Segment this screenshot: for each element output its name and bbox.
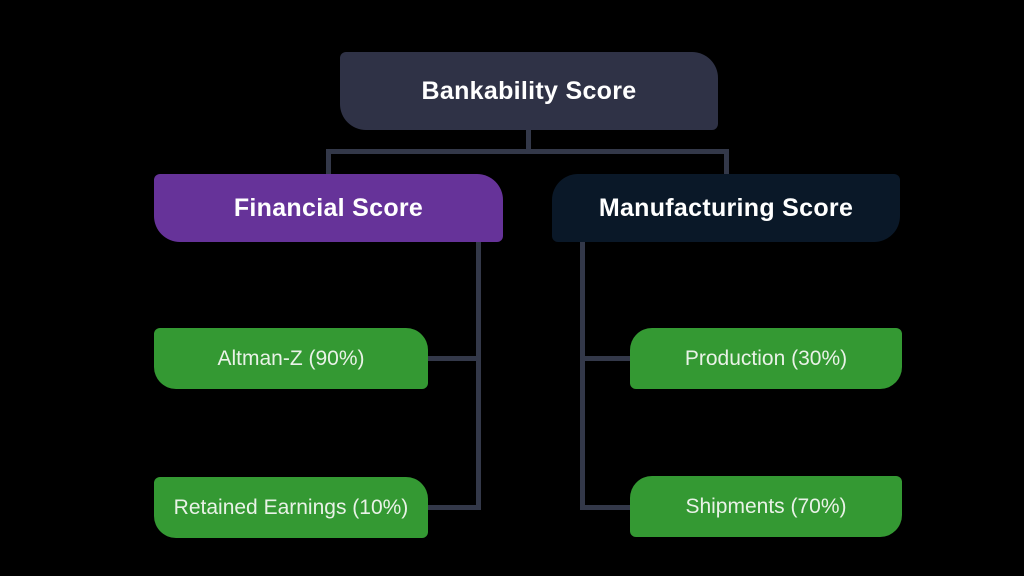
node-retained-earnings-label: Retained Earnings (10%) [173, 495, 409, 519]
connector-manufacturing-to-production [583, 356, 630, 361]
connector-financial-to-altman [428, 356, 478, 361]
node-manufacturing-score-label: Manufacturing Score [598, 193, 854, 222]
node-bankability-score-label: Bankability Score [421, 76, 637, 105]
connector-financial-trunk [476, 241, 481, 510]
connector-root-split [326, 149, 729, 154]
node-production-label: Production (30%) [684, 346, 848, 370]
node-manufacturing-score: Manufacturing Score [552, 174, 900, 242]
node-financial-score-label: Financial Score [233, 193, 424, 222]
connector-drop-manufacturing [724, 149, 729, 176]
connector-manufacturing-to-shipments [580, 505, 630, 510]
connector-drop-financial [326, 149, 331, 176]
node-retained-earnings: Retained Earnings (10%) [154, 477, 428, 538]
node-shipments: Shipments (70%) [630, 476, 902, 537]
node-altman-z: Altman-Z (90%) [154, 328, 428, 389]
connector-financial-to-retained [428, 505, 481, 510]
node-bankability-score: Bankability Score [340, 52, 718, 130]
node-shipments-label: Shipments (70%) [685, 494, 847, 518]
node-altman-z-label: Altman-Z (90%) [217, 346, 365, 370]
connector-root-stem [526, 129, 531, 154]
node-production: Production (30%) [630, 328, 902, 389]
node-financial-score: Financial Score [154, 174, 503, 242]
connector-manufacturing-trunk [580, 241, 585, 510]
